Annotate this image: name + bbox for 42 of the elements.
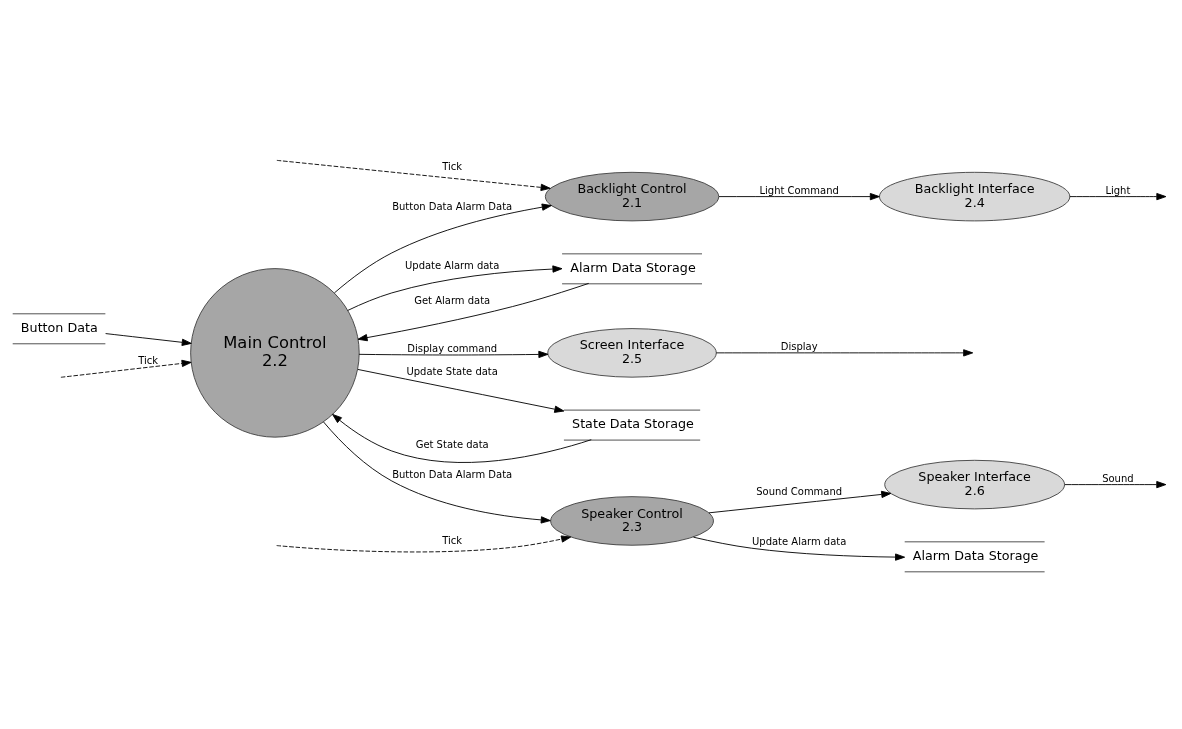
node-ellipse: Backlight Control 2.1 — [544, 171, 720, 221]
node-text: State Data Storage — [572, 415, 694, 431]
arrow — [333, 203, 552, 293]
arrow — [276, 159, 551, 191]
arrow — [347, 264, 563, 311]
arrow — [718, 192, 880, 200]
arrow — [332, 413, 592, 463]
edge-label: Button Data Alarm Data — [392, 468, 513, 480]
edge-label: Update Alarm data — [751, 535, 847, 547]
node-text: Alarm Data Storage — [912, 547, 1039, 563]
edge-label: Button Data Alarm Data — [392, 200, 513, 212]
arrow — [105, 332, 192, 346]
arrow — [357, 368, 565, 413]
edge-label: Tick — [138, 354, 158, 366]
edge-label: Display command — [407, 342, 498, 354]
edge-label: Tick — [442, 534, 463, 546]
edge-label: Update State data — [406, 364, 498, 376]
edge-label: Display — [780, 340, 818, 352]
node-text: Alarm Data Storage — [570, 259, 696, 275]
node-circle: Main Control 2.2 — [190, 267, 360, 438]
arrow — [357, 282, 590, 341]
arrow — [323, 420, 551, 524]
node-ellipse: Backlight Interface 2.4 — [879, 171, 1071, 221]
arrow — [1069, 192, 1167, 200]
edge-label: Get Alarm data — [414, 294, 491, 306]
node-ellipse: Screen Interface 2.5 — [547, 327, 717, 378]
node-text: Button Data — [20, 319, 98, 335]
arrow — [276, 534, 572, 552]
edge-label: Get State data — [415, 438, 489, 450]
arrow — [693, 536, 906, 561]
arrow — [60, 359, 192, 378]
arrow — [708, 490, 892, 513]
arrow — [358, 350, 549, 358]
edge-label: Tick — [442, 160, 463, 172]
arrow — [715, 348, 974, 356]
edge-label: Sound Command — [756, 485, 843, 497]
node-ellipse: Speaker Interface 2.6 — [884, 459, 1066, 509]
arrow — [1064, 480, 1167, 488]
edge-label: Update Alarm data — [405, 259, 500, 271]
edge-label: Light Command — [759, 184, 839, 196]
edge-label: Light — [1105, 184, 1131, 196]
edge-label: Sound — [1102, 472, 1134, 484]
